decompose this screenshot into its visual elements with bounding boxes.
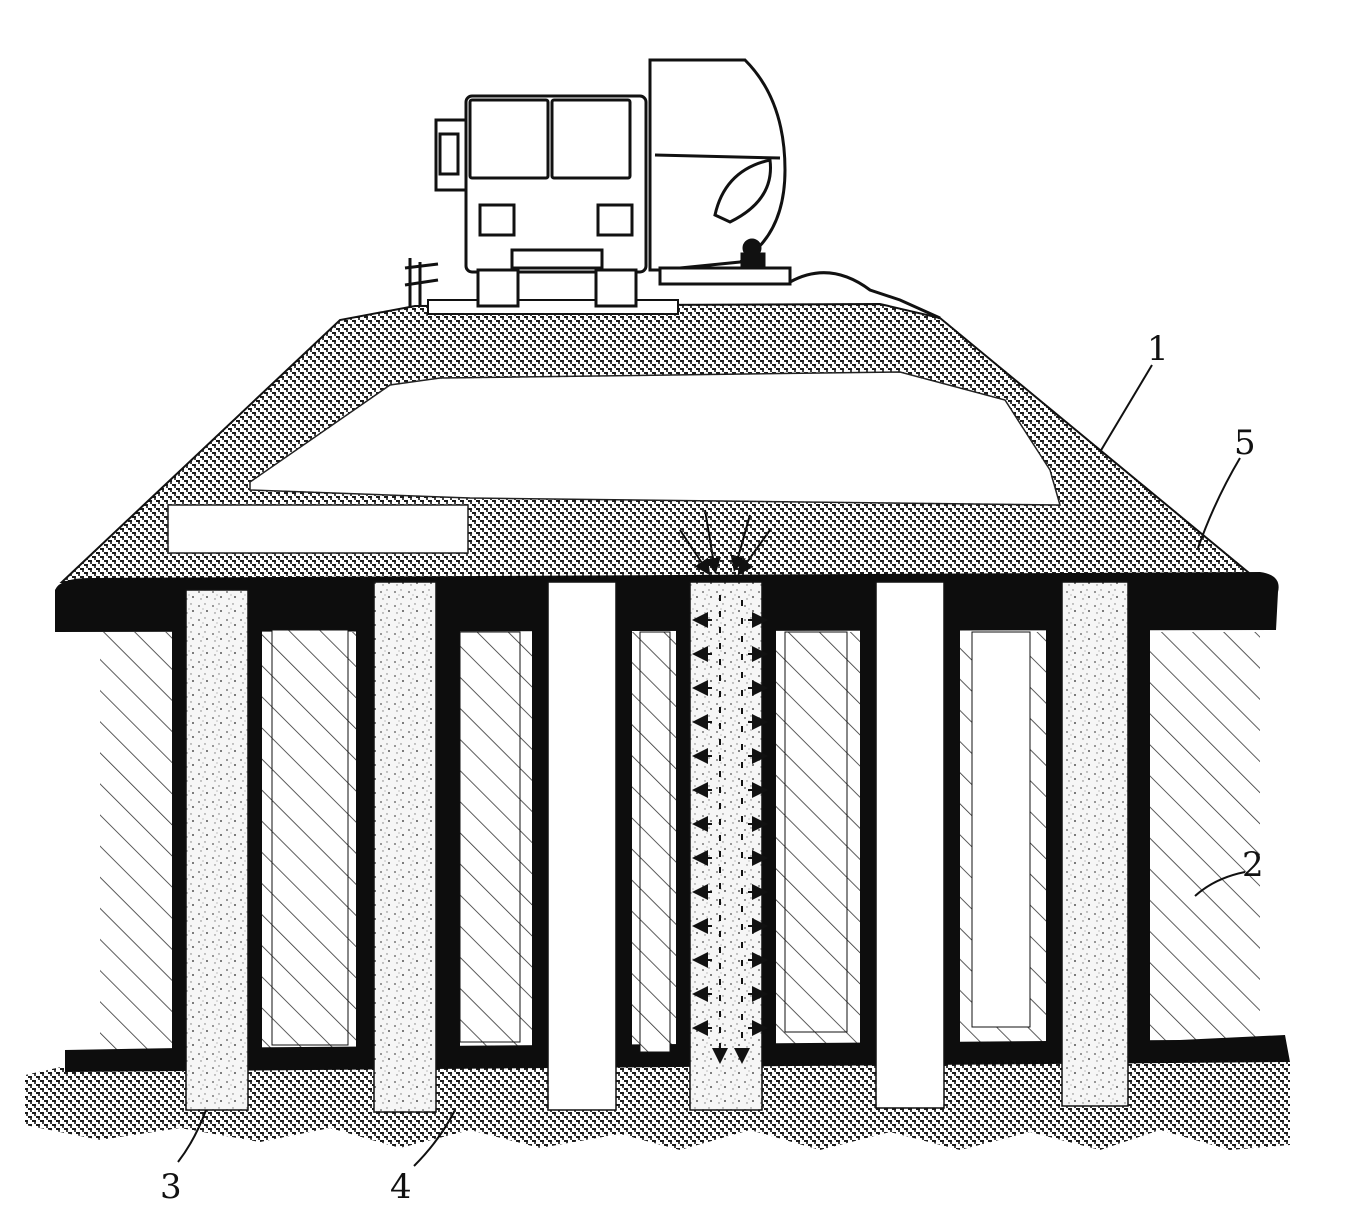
pile-5 bbox=[860, 580, 960, 1109]
embankment-core bbox=[249, 371, 1061, 506]
lateral-arrows bbox=[692, 612, 768, 1036]
leader-1 bbox=[1099, 364, 1153, 453]
label-1: 1 bbox=[1147, 329, 1169, 369]
top-inflow-arrows bbox=[679, 509, 771, 576]
pile-4-drainage bbox=[676, 581, 776, 1111]
pile-core bbox=[373, 581, 437, 1113]
label-5: 5 bbox=[1234, 423, 1256, 463]
vehicles bbox=[404, 58, 941, 320]
leader-5 bbox=[1197, 457, 1241, 549]
label-2: 2 bbox=[1242, 845, 1264, 885]
label-4: 4 bbox=[390, 1167, 412, 1207]
leader-4 bbox=[413, 1109, 456, 1167]
pile-core bbox=[689, 581, 763, 1111]
label-3: 3 bbox=[160, 1167, 182, 1207]
callout-lines bbox=[177, 364, 1246, 1167]
leader-2 bbox=[1194, 871, 1246, 897]
pile-core bbox=[875, 581, 945, 1109]
inter-pile-panels bbox=[271, 629, 1031, 1053]
pile-core bbox=[185, 589, 249, 1111]
tanker-icon bbox=[648, 58, 941, 320]
bearing-stratum bbox=[25, 1060, 1290, 1150]
pile-core bbox=[1061, 581, 1129, 1107]
pile-core bbox=[547, 581, 617, 1111]
embankment bbox=[59, 302, 1263, 583]
pile-6 bbox=[1046, 580, 1150, 1107]
guardrail-icon bbox=[404, 258, 439, 308]
road-surface bbox=[427, 299, 679, 315]
drainage-arrows bbox=[679, 509, 771, 1064]
pile-1 bbox=[172, 589, 262, 1111]
pile-3 bbox=[532, 580, 632, 1111]
drain-slab bbox=[167, 504, 469, 554]
truck-icon bbox=[434, 94, 648, 308]
pile-2 bbox=[356, 580, 460, 1113]
leader-3 bbox=[177, 1109, 207, 1163]
